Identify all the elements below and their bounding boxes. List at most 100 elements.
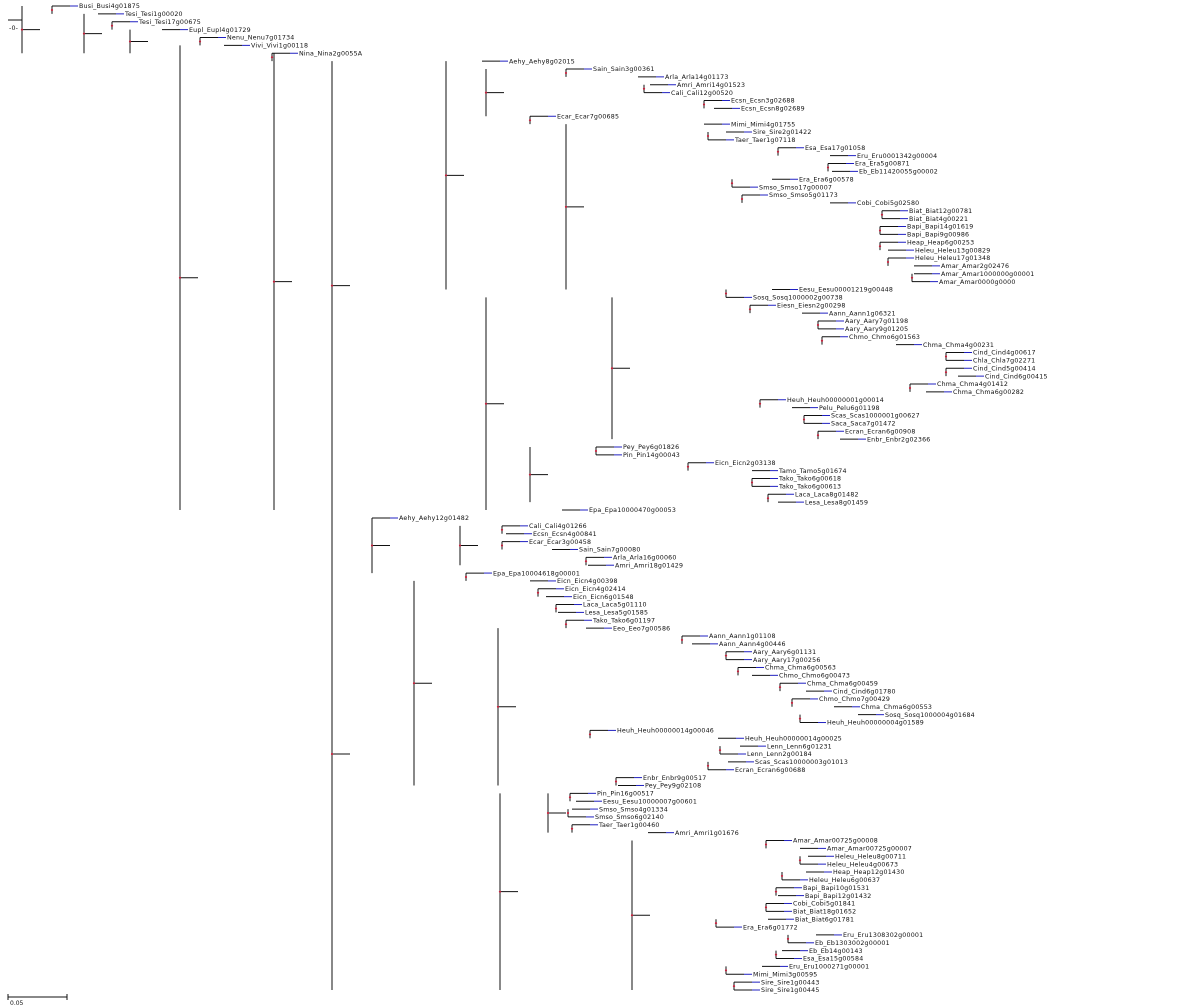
leaf-label: Amar_Amar2g02476 bbox=[941, 263, 1009, 270]
leaf: Taer_Taer1g07118 bbox=[708, 137, 796, 144]
leaf: Scas_Scas1000001g00627 bbox=[804, 413, 920, 420]
root-label: -0- bbox=[9, 25, 18, 32]
leaf-label: Aann_Aann4g00446 bbox=[719, 641, 786, 648]
leaf-label: Pey_Pey9g02108 bbox=[645, 783, 701, 790]
leaf-label: Esa_Esa15g00584 bbox=[803, 956, 863, 963]
node-marker bbox=[714, 922, 718, 925]
leaf-label: Taer_Taer1g07118 bbox=[734, 137, 796, 144]
node-marker bbox=[706, 134, 710, 138]
leaf: Cali_Cali12g00520 bbox=[644, 90, 733, 97]
leaf: Pelu_Pelu6g01198 bbox=[792, 405, 880, 412]
node-marker bbox=[798, 717, 802, 720]
leaf-label: Sosq_Sosq1000004g01684 bbox=[885, 712, 975, 719]
node-marker bbox=[630, 914, 634, 917]
leaf: Scas_Scas10000003g01013 bbox=[728, 759, 848, 766]
leaf-label: Aann_Aann1g06321 bbox=[829, 310, 896, 317]
leaf: Era_Era5g00871 bbox=[828, 161, 910, 168]
node-marker bbox=[412, 682, 416, 685]
node-marker bbox=[826, 166, 830, 169]
leaf-label: Laca_Laca5g01110 bbox=[583, 602, 647, 609]
leaf-label: Chla_Chla7g02271 bbox=[973, 358, 1035, 365]
leaf: Biat_Biat12g00781 bbox=[882, 208, 972, 215]
leaf: Aary_Aary6g01131 bbox=[726, 649, 816, 656]
leaf-label: Smso_Smso5g01173 bbox=[769, 192, 838, 199]
node-marker bbox=[82, 32, 86, 35]
leaf: Biat_Biat6g01781 bbox=[768, 916, 854, 923]
node-marker bbox=[20, 28, 24, 31]
leaf: Ecsn_Ecsn3g02688 bbox=[704, 98, 795, 105]
leaf-label: Lesa_Lesa8g01459 bbox=[805, 499, 868, 506]
leaf-label: Mimi_Mimi3g00595 bbox=[753, 971, 818, 978]
leaf-label: Lenn_Lenn2g00184 bbox=[747, 751, 812, 758]
leaf: Eicn_Eicn4g02414 bbox=[538, 586, 626, 593]
leaf-label: Heuh_Heuh00000014g00046 bbox=[617, 728, 714, 735]
leaf-label: Saca_Saca7g01472 bbox=[831, 421, 896, 428]
leaf-label: Smso_Smso6g02140 bbox=[595, 814, 664, 821]
leaf-label: Amri_Amri1g01676 bbox=[675, 830, 739, 837]
leaf-label: Enbr_Enbr2g02366 bbox=[867, 436, 931, 443]
leaf: Vivi_Vivi1g00118 bbox=[224, 43, 308, 50]
leaf: Aary_Aary17g00256 bbox=[726, 657, 820, 664]
leaf-label: Chmo_Chmo6g01563 bbox=[849, 334, 920, 341]
leaf-label: Aary_Aary9g01205 bbox=[845, 326, 908, 333]
node-marker bbox=[110, 24, 114, 27]
leaf-label: Eru_Eru1000271g00001 bbox=[789, 964, 869, 971]
leaf: Tako_Tako6g01197 bbox=[566, 617, 655, 624]
leaf: Lesa_Lesa5g01585 bbox=[558, 610, 648, 617]
leaf-label: Heleu_Heleu8g00711 bbox=[835, 853, 906, 860]
node-marker bbox=[594, 449, 598, 453]
leaf: Cind_Cind6g00415 bbox=[958, 373, 1047, 380]
leaf-label: Epa_Epa10000470g00053 bbox=[589, 507, 676, 514]
leaf-label: Heuh_Heuh00000004g01589 bbox=[827, 720, 924, 727]
leaf: Chma_Chma4g00231 bbox=[896, 342, 994, 349]
leaf-label: Chma_Chma4g00231 bbox=[923, 342, 994, 349]
leaf-label: Amar_Amar00725g00008 bbox=[793, 838, 878, 845]
node-marker bbox=[642, 87, 646, 90]
leaf: Sain_Sain3g00361 bbox=[566, 66, 654, 73]
leaf: Aehy_Aehy12g01482 bbox=[372, 515, 469, 522]
leaf: Eupl_Eupl4g01729 bbox=[162, 27, 251, 34]
node-marker bbox=[774, 890, 778, 893]
leaf-label: Era_Era5g00871 bbox=[855, 161, 910, 168]
leaf: Smso_Smso17g00007 bbox=[732, 184, 832, 191]
leaf-label: Sain_Sain7g00080 bbox=[579, 547, 641, 554]
leaf: Laca_Laca8g01482 bbox=[768, 491, 859, 498]
leaf-label: Chma_Chma6g00553 bbox=[861, 704, 932, 711]
leaf: Pey_Pey6g01826 bbox=[596, 444, 679, 451]
leaf: Amar_Amar0000g0000 bbox=[912, 279, 1016, 286]
leaf-label: Tesi_Tesi1g00020 bbox=[124, 11, 183, 18]
leaf-label: Amar_Amar0000g0000 bbox=[939, 279, 1016, 286]
leaf-label: Cind_Cind6g01780 bbox=[833, 688, 896, 695]
leaf-label: Arla_Arla16g00060 bbox=[613, 555, 677, 562]
leaf: Eru_Eru1308302g00001 bbox=[816, 932, 923, 939]
node-marker bbox=[330, 284, 334, 287]
leaf: Ecar_Ecar7g00685 bbox=[530, 113, 619, 120]
leaf-label: Amar_Amar00725g00007 bbox=[827, 846, 912, 853]
leaf-label: Eesu_Eesu00001219g00448 bbox=[799, 287, 893, 294]
leaf: Heuh_Heuh00000014g00046 bbox=[590, 728, 714, 735]
node-marker bbox=[370, 544, 374, 547]
node-marker bbox=[178, 276, 182, 279]
leaf-label: Ecar_Ecar7g00685 bbox=[557, 113, 619, 120]
node-marker bbox=[820, 339, 824, 342]
leaf: Lenn_Lenn6g01231 bbox=[740, 743, 832, 750]
leaf: Heleu_Heleu17g01348 bbox=[888, 255, 990, 262]
leaf: Aann_Aann4g00446 bbox=[692, 641, 786, 648]
leaf-label: Eb_Eb1303002g00001 bbox=[815, 940, 890, 947]
tree-leaves: Busi_Busi4g01875Tesi_Tesi1g00020Tesi_Tes… bbox=[52, 3, 1047, 994]
leaf: Amar_Amar00725g00008 bbox=[766, 838, 878, 845]
node-marker bbox=[724, 654, 728, 657]
leaf: Arla_Arla16g00060 bbox=[586, 555, 677, 562]
leaf: Nenu_Nenu7g01734 bbox=[200, 35, 294, 42]
leaf: Tesi_Tesi1g00020 bbox=[98, 11, 183, 18]
leaf: Taer_Taer1g00460 bbox=[572, 822, 659, 829]
leaf-label: Heleu_Heleu13g00829 bbox=[915, 247, 990, 254]
leaf-label: Sosq_Sosq1000002g00738 bbox=[753, 295, 843, 302]
node-marker bbox=[686, 465, 690, 468]
leaf: Pin_Pin14g00043 bbox=[596, 452, 680, 459]
leaf-label: Eb_Eb14g00143 bbox=[809, 948, 863, 955]
leaf: Lenn_Lenn2g00184 bbox=[720, 751, 812, 758]
node-marker bbox=[584, 560, 588, 563]
leaf-label: Aary_Aary6g01131 bbox=[753, 649, 816, 656]
leaf: Biat_Biat4g00221 bbox=[882, 216, 968, 223]
